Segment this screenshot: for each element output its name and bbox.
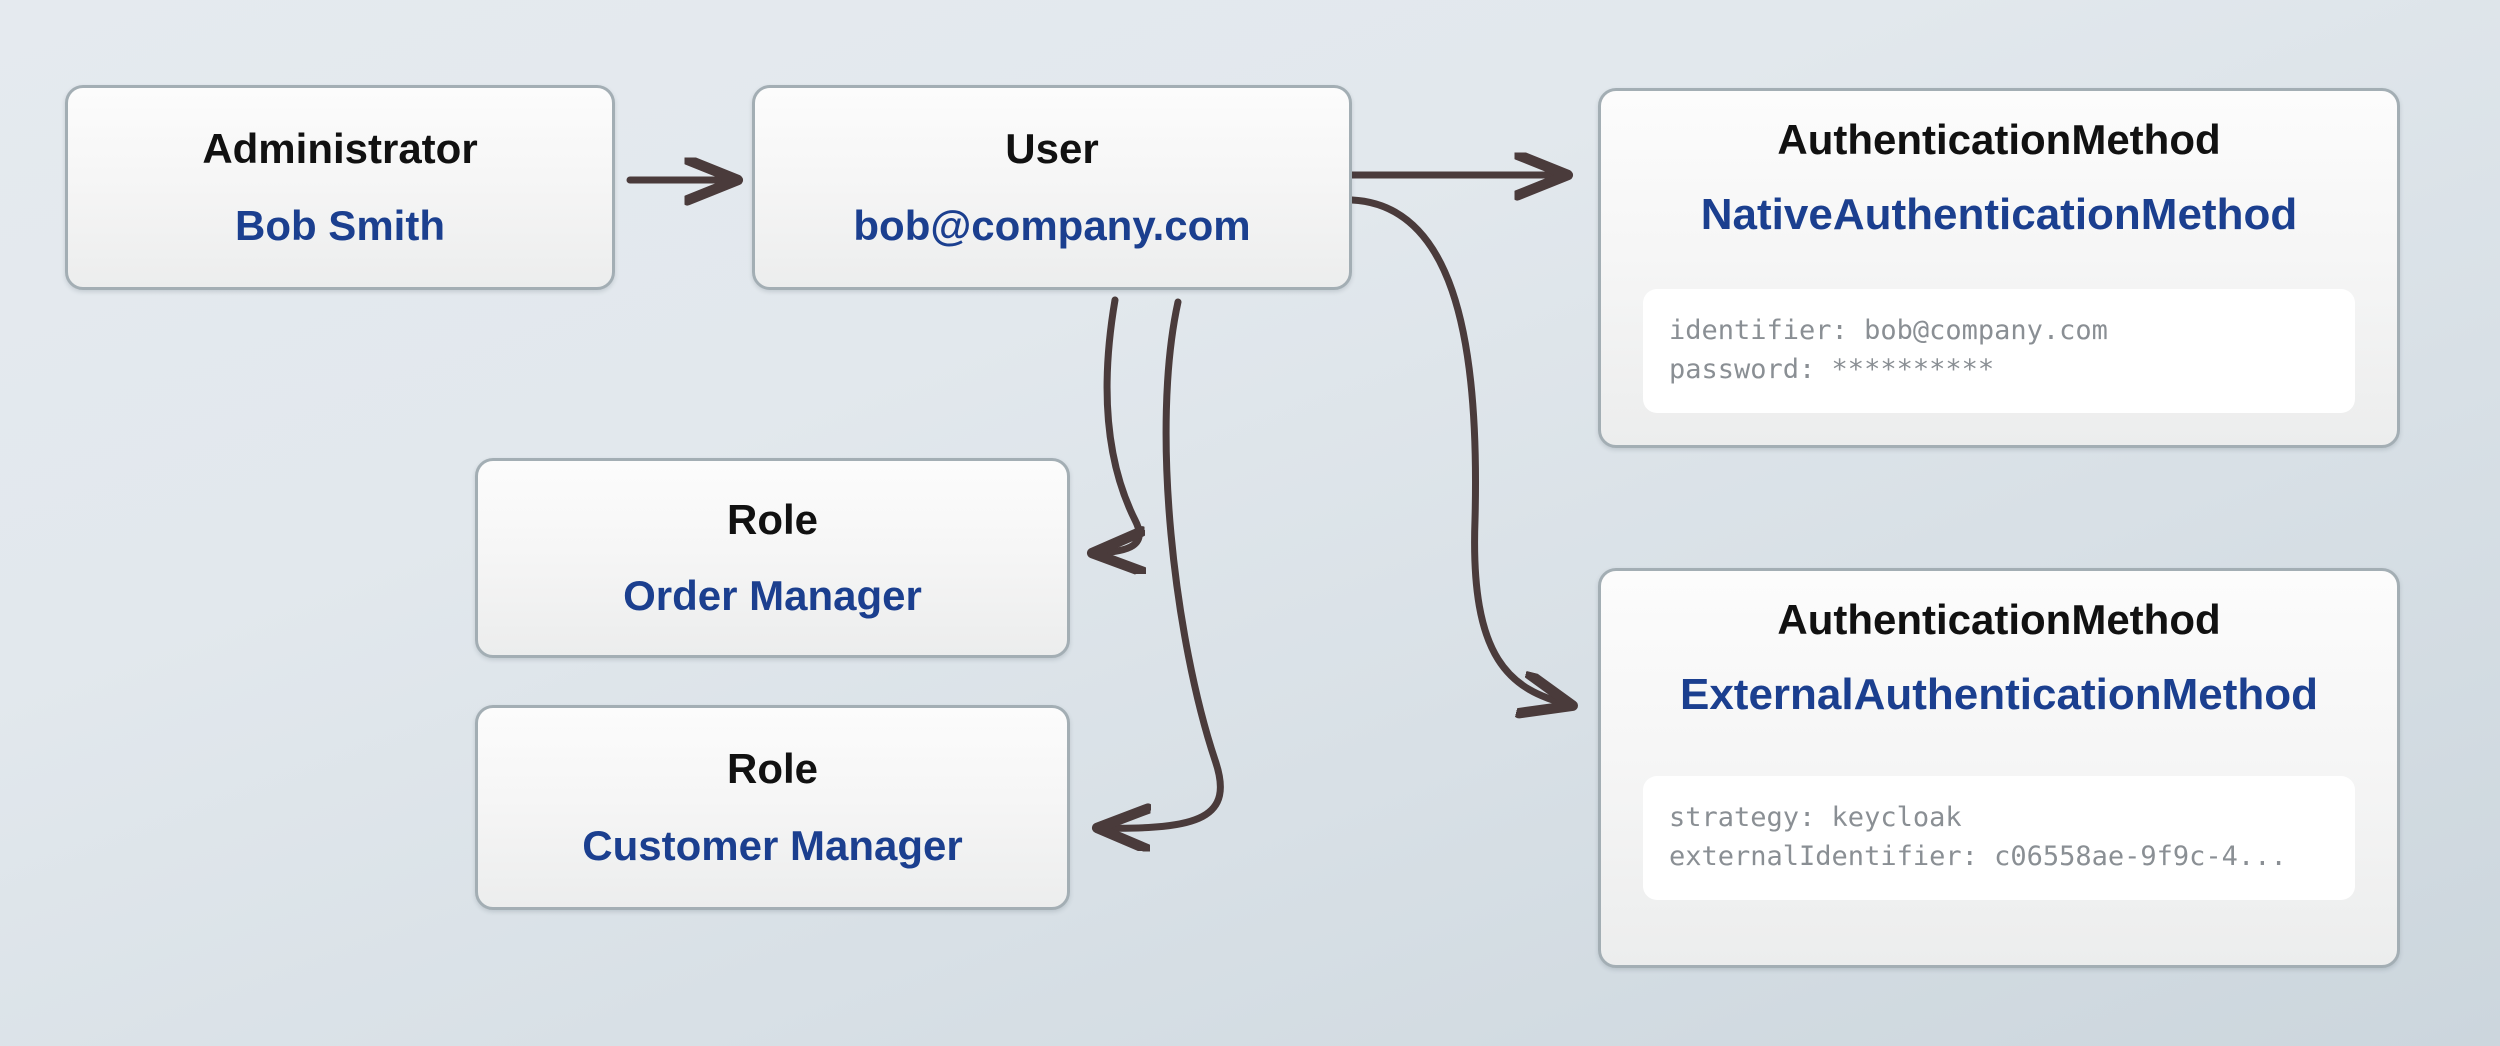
native-auth-prop-password: password: ********** — [1669, 354, 1995, 386]
node-role-customer-manager-type: Role — [726, 745, 818, 793]
node-user[interactable]: User bob@company.com — [752, 85, 1352, 290]
node-role-order-manager-type: Role — [726, 495, 818, 543]
edge-user-to-customer-manager — [1100, 298, 1224, 828]
node-user-name: bob@company.com — [853, 201, 1251, 249]
node-role-customer-manager-name: Customer Manager — [582, 821, 963, 869]
node-external-auth-name: ExternalAuthenticationMethod — [1679, 670, 2319, 720]
native-auth-prop-identifier: identifier: bob@company.com — [1669, 315, 2108, 346]
node-role-customer-manager[interactable]: Role Customer Manager — [475, 705, 1070, 910]
node-administrator-type: Administrator — [202, 125, 478, 173]
node-role-order-manager-name: Order Manager — [623, 572, 922, 619]
node-native-auth-type: AuthenticationMethod — [1777, 116, 2221, 163]
node-native-auth-name: NativeAuthenticationMethod — [1700, 190, 2298, 240]
node-user-type: User — [1005, 125, 1099, 173]
node-role-order-manager[interactable]: Role Order Manager — [475, 458, 1070, 658]
node-administrator-name: Bob Smith — [235, 201, 445, 249]
edge-user-to-order-manager — [1095, 296, 1139, 553]
external-auth-props-panel: strategy: keycloak externalIdentifier: c… — [1643, 776, 2355, 901]
node-administrator[interactable]: Administrator Bob Smith — [65, 85, 615, 290]
node-native-authentication-method[interactable]: AuthenticationMethod NativeAuthenticatio… — [1598, 88, 2400, 448]
node-external-auth-type: AuthenticationMethod — [1777, 596, 2221, 643]
edge-user-to-external-auth — [1348, 196, 1570, 705]
external-auth-prop-external-identifier: externalIdentifier: c06558ae-9f9c-4... — [1669, 841, 2287, 873]
node-external-authentication-method[interactable]: AuthenticationMethod ExternalAuthenticat… — [1598, 568, 2400, 968]
external-auth-prop-strategy: strategy: keycloak — [1669, 802, 1962, 833]
native-auth-props-panel: identifier: bob@company.com password: **… — [1643, 289, 2355, 414]
